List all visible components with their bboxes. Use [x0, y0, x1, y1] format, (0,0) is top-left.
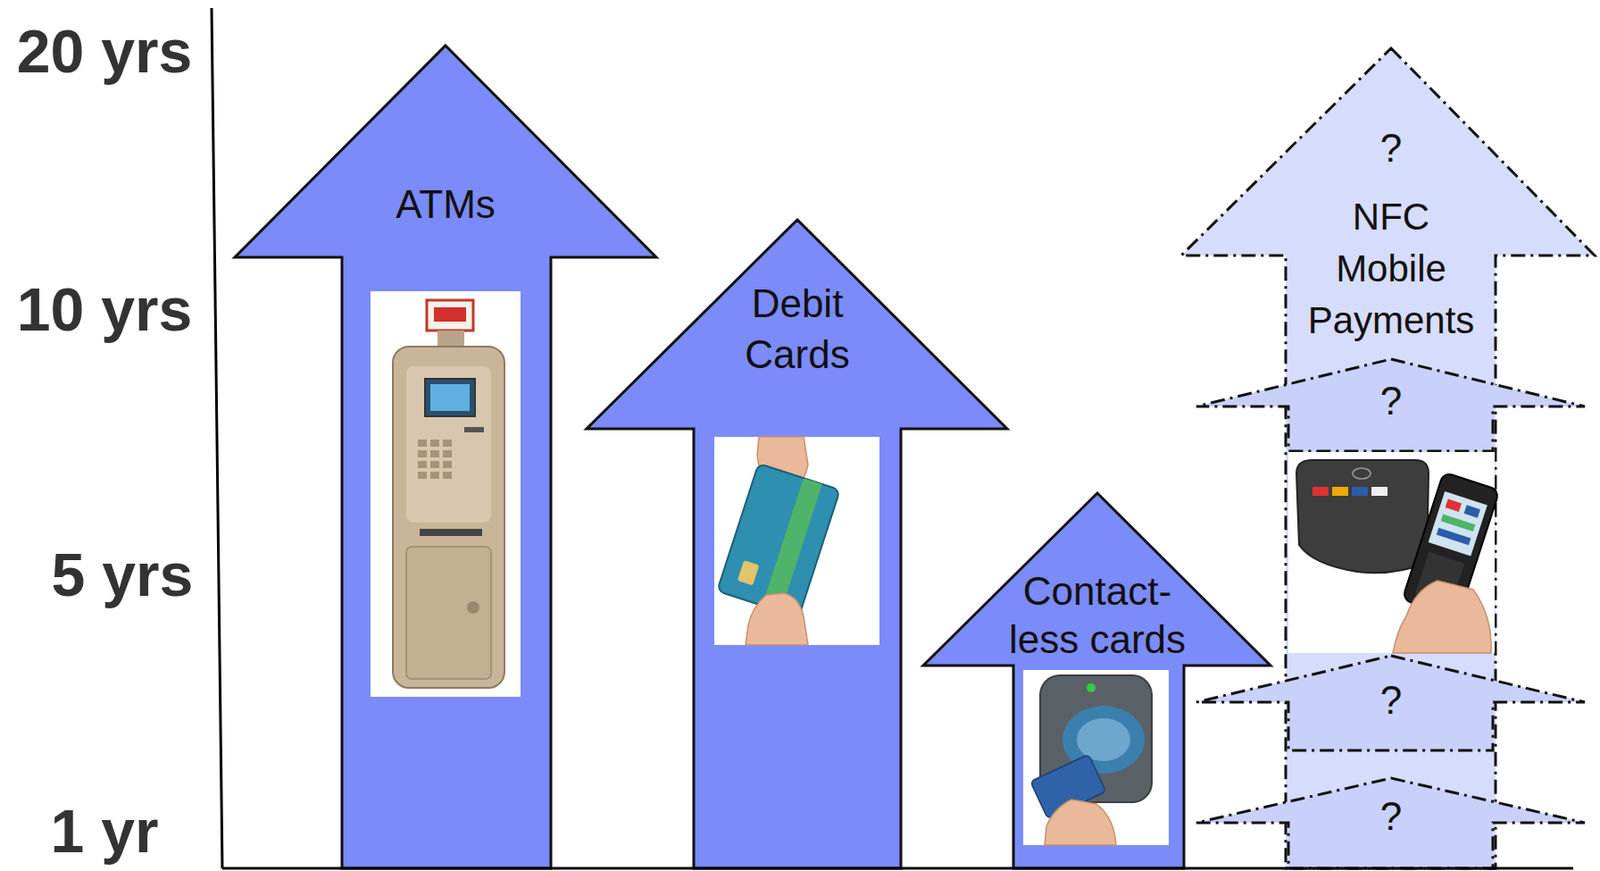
growth-arrow: ? — [1196, 655, 1585, 750]
arrow-path — [586, 219, 1008, 868]
text-slot: Debit Cards — [708, 277, 887, 380]
text-slot: NFC Mobile Payments — [1295, 191, 1488, 347]
arrow-label: NFC Mobile Payments — [1295, 191, 1488, 347]
atm-picture — [370, 291, 521, 697]
growth-arrow: Contact- less cards — [923, 492, 1271, 868]
contactless-reader-picture — [1023, 669, 1169, 845]
mobile-payment-picture — [1288, 451, 1500, 653]
growth-arrow: ? NFC Mobile Payments??? — [1181, 48, 1595, 868]
arrow-path — [923, 492, 1271, 868]
arrow-label: Contact- less cards — [994, 566, 1200, 664]
text-slot: ? — [1346, 792, 1436, 841]
growth-arrow: Debit Cards — [586, 219, 1008, 868]
text-slot: 1 yr — [0, 800, 212, 861]
axis-label: 20 yrs — [0, 20, 212, 82]
text-slot: ATMs — [311, 181, 580, 229]
arrow-path — [1196, 777, 1585, 868]
axis-label: 5 yrs — [15, 543, 230, 605]
text-slot: Contact- less cards — [994, 566, 1200, 664]
arrow-path — [1196, 358, 1585, 451]
arrow-path — [234, 45, 657, 868]
text-slot: ? — [1346, 125, 1436, 173]
text-slot: 5 yrs — [15, 543, 230, 605]
text-slot: ? — [1346, 676, 1436, 725]
arrow-label: ? — [1346, 125, 1436, 173]
axis-label: 1 yr — [0, 800, 212, 861]
text-slot: 10 yrs — [0, 278, 212, 340]
growth-arrow: ATMs — [234, 45, 657, 868]
arrow-path — [1181, 48, 1595, 868]
arrow-path — [1196, 655, 1585, 750]
text-slot: 20 yrs — [0, 20, 212, 82]
arrow-outline — [234, 45, 657, 868]
text-slot: ? — [1346, 377, 1436, 425]
arrow-label: ? — [1346, 676, 1436, 725]
axis-label: 10 yrs — [0, 278, 212, 340]
growth-arrow: ? — [1196, 358, 1585, 451]
arrow-label: ? — [1346, 792, 1436, 841]
debit-card-picture — [714, 436, 880, 645]
arrow-label: Debit Cards — [708, 277, 887, 380]
arrow-outline — [923, 492, 1271, 868]
axis-lines — [211, 8, 1574, 868]
arrow-label: ? — [1346, 377, 1436, 425]
growth-arrow: ? — [1196, 777, 1585, 868]
arrow-label: ATMs — [311, 181, 580, 229]
